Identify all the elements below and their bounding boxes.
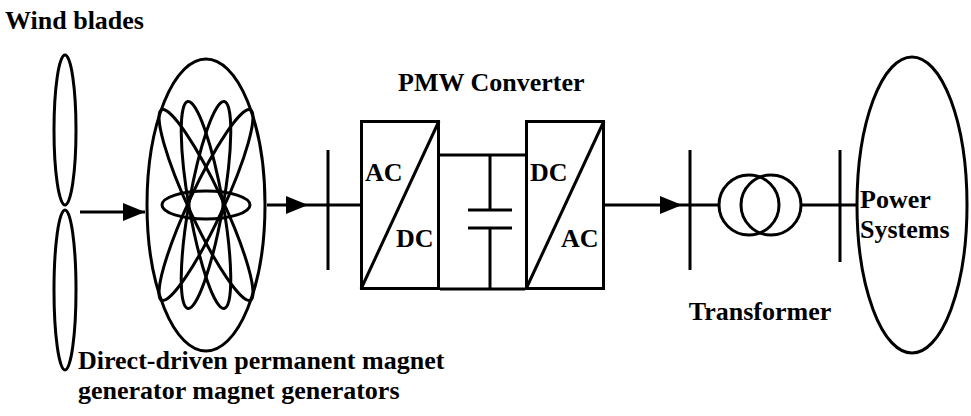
node-label: DC <box>530 158 568 188</box>
connector-line <box>605 204 718 207</box>
dc-link-wire <box>440 288 525 291</box>
bus-bar <box>327 150 330 270</box>
connector-line <box>80 211 145 214</box>
node-outline <box>50 52 80 372</box>
wind-blades: Wind blades <box>50 52 80 372</box>
node-label: Wind blades <box>5 6 225 36</box>
generator-ellipse: Direct-driven permanent magnet generator… <box>145 57 267 353</box>
capacitor-plate <box>468 209 512 212</box>
node-label: AC <box>365 158 403 188</box>
node-label: Direct-driven permanent magnet generator… <box>78 346 533 406</box>
node-label: AC <box>561 224 599 254</box>
transformer-symbol: Transformer <box>718 173 802 237</box>
node-outline <box>525 120 605 290</box>
capacitor-lead <box>489 155 492 210</box>
connector-line <box>267 204 360 207</box>
power-system-ellipse: Power Systems <box>855 55 969 355</box>
capacitor-lead <box>489 228 492 289</box>
connector-line <box>440 154 525 157</box>
inverter-box: DC AC <box>525 120 605 290</box>
group-label: PMW Converter <box>398 68 585 98</box>
node-label: Power Systems <box>860 185 968 245</box>
node-outline <box>145 57 267 353</box>
node-outline <box>360 120 440 290</box>
rectifier-box: AC DC <box>360 120 440 290</box>
connector-line <box>802 204 857 207</box>
node-outline <box>718 173 802 237</box>
bus-bar <box>689 150 692 270</box>
node-label: Transformer <box>660 297 860 327</box>
node-label: DC <box>396 224 434 254</box>
